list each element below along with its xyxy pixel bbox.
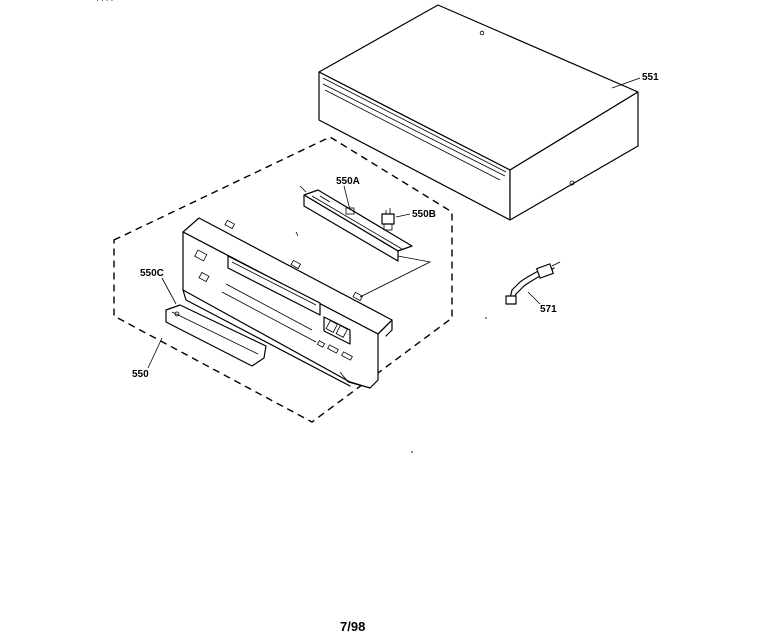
cabinet-part <box>318 4 639 221</box>
leader-550B <box>395 213 411 218</box>
header-fragment: · · · · <box>96 0 113 5</box>
label-550: 550 <box>132 369 149 380</box>
front-panel-part <box>182 217 393 389</box>
footer-date: 7/98 <box>340 619 365 634</box>
leader-550A <box>343 185 351 211</box>
leader-551 <box>611 77 641 89</box>
switch-part <box>381 208 395 231</box>
leader-571 <box>527 291 541 305</box>
cable-part <box>505 261 561 305</box>
label-551: 551 <box>642 72 659 83</box>
display-window-part <box>299 185 413 262</box>
leader-550 <box>147 337 163 369</box>
label-571: 571 <box>540 304 557 315</box>
connection-leader <box>359 255 432 298</box>
leader-550C <box>161 277 177 305</box>
label-550B: 550B <box>412 209 436 220</box>
label-550A: 550A <box>336 176 360 187</box>
cassette-door-part <box>165 304 267 367</box>
label-550C: 550C <box>140 268 164 279</box>
